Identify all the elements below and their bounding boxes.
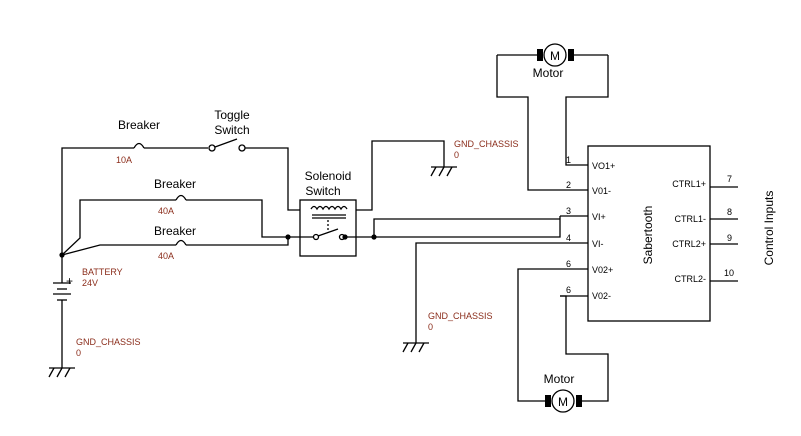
motor-top-label: Motor (533, 66, 564, 80)
pin-number: 8 (727, 207, 732, 217)
battery-voltage: 24V (82, 278, 98, 288)
motor-top-terminal-left (537, 49, 543, 61)
pin-viminus: 4 VI- (560, 233, 604, 249)
breaker-1-rating: 10A (116, 155, 132, 165)
ground-3-value: 0 (76, 348, 81, 358)
motor-bottom-label: Motor (544, 372, 575, 386)
pin-name: VI- (592, 239, 604, 249)
breaker-1-symbol (133, 142, 145, 149)
motor-bottom-terminal-left (545, 395, 551, 407)
toggle-switch (208, 138, 246, 152)
pin-name: VI+ (592, 212, 606, 222)
pin-name: CTRL2- (674, 274, 706, 284)
battery-name: BATTERY (82, 267, 123, 277)
pin-number: 6 (566, 259, 571, 269)
ground-1-label: GND_CHASSIS (454, 139, 519, 149)
pin-name: VO1+ (592, 161, 615, 171)
pin-number: 9 (727, 233, 732, 243)
solenoid-label-line1: Solenoid (305, 169, 352, 183)
control-inputs-label: Control Inputs (762, 191, 776, 266)
breaker-1-label: Breaker (118, 118, 160, 132)
breaker-2-rating: 40A (158, 206, 174, 216)
breaker-2-label: Breaker (154, 177, 196, 191)
pin-name: CTRL1- (674, 214, 706, 224)
ground-3-label: GND_CHASSIS (76, 337, 141, 347)
pin-vo1plus: 1 VO1+ (566, 155, 615, 171)
breaker-3-label: Breaker (154, 224, 196, 238)
pin-name: V02+ (592, 265, 613, 275)
motor-top: M Motor (497, 43, 608, 80)
pin-number: 4 (566, 233, 571, 243)
pin-name: CTRL2+ (672, 239, 706, 249)
motor-bottom-terminal-right (576, 395, 582, 407)
pin-number: 2 (566, 180, 571, 190)
breaker-3-symbol (175, 239, 187, 246)
pin-vo2plus: 6 V02+ (560, 259, 613, 275)
motor-bottom: M Motor (544, 372, 582, 413)
pin-number: 10 (724, 268, 734, 278)
solenoid-switch (299, 199, 357, 257)
ground-1-value: 0 (454, 150, 459, 160)
toggle-label-line1: Toggle (214, 108, 250, 122)
motor-top-circle (543, 43, 567, 67)
battery-plus: + (66, 274, 73, 288)
pin-number: 7 (727, 174, 732, 184)
ground-symbol-2 (402, 342, 429, 353)
motor-top-glyph: M (550, 49, 560, 63)
ground-symbol-3 (48, 367, 75, 378)
ground-2-value: 0 (428, 322, 433, 332)
pin-viplus: 3 VI+ (560, 206, 606, 222)
pin-ctrl1plus: 7 CTRL1+ (672, 174, 738, 189)
sabertooth-label: Sabertooth (641, 206, 655, 265)
pin-name: V02- (592, 291, 611, 301)
sabertooth-box (587, 145, 711, 322)
pin-name: CTRL1+ (672, 179, 706, 189)
ground-2-label: GND_CHASSIS (428, 311, 493, 321)
pin-number: 3 (566, 206, 571, 216)
motor-bottom-glyph: M (558, 395, 568, 409)
pin-vo1minus: 2 V01- (566, 180, 611, 196)
solenoid-label-line2: Switch (305, 184, 340, 198)
motor-top-terminal-right (568, 49, 574, 61)
battery-symbol (53, 255, 71, 368)
pin-number: 6 (566, 285, 571, 295)
motor-bottom-circle (551, 389, 575, 413)
pin-ctrl2minus: 10 CTRL2- (674, 268, 738, 284)
pin-vo2minus: 6 V02- (560, 285, 611, 301)
toggle-label-line2: Switch (214, 123, 249, 137)
pin-number: 1 (566, 155, 571, 165)
breaker-3-rating: 40A (158, 251, 174, 261)
ground-symbol-1 (430, 166, 457, 177)
pin-ctrl2plus: 9 CTRL2+ (672, 233, 738, 249)
pin-ctrl1minus: 8 CTRL1- (674, 207, 738, 224)
pin-name: V01- (592, 186, 611, 196)
breaker-2-symbol (175, 194, 187, 201)
